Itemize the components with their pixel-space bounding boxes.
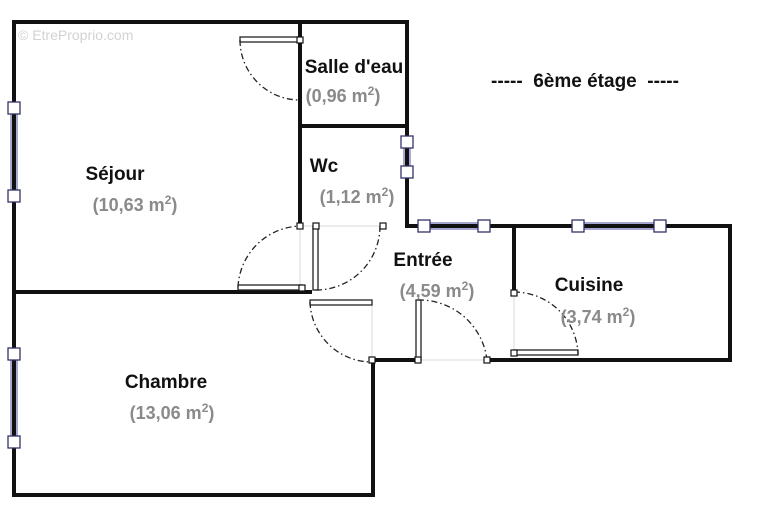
room-area: (3,74 m2): [561, 305, 636, 327]
walls: [12, 20, 732, 497]
room-area: (10,63 m2): [93, 193, 178, 215]
room-name: Salle d'eau: [305, 57, 404, 78]
room-area: (13,06 m2): [130, 401, 215, 423]
floor-label: ----- 6ème étage -----: [491, 71, 679, 92]
room-sejour: Séjour (10,63 m2): [85, 164, 177, 215]
room-area: (4,59 m2): [400, 279, 475, 301]
room-name: Wc: [310, 156, 339, 177]
door-chambre: [309, 299, 376, 364]
room-chambre: Chambre (13,06 m2): [125, 372, 215, 423]
door-sejour-wc: [237, 222, 387, 292]
room-name: Entrée: [393, 250, 452, 271]
room-area: (0,96 m2): [306, 84, 381, 106]
room-cuisine: Cuisine (3,74 m2): [555, 275, 636, 327]
room-wc: Wc (1,12 m2): [310, 156, 395, 207]
watermark: © EtreProprio.com: [18, 27, 133, 43]
room-area: (1,12 m2): [320, 185, 395, 207]
window-chambre: [7, 347, 21, 449]
room-name: Chambre: [125, 372, 207, 393]
door-salle-deau: [239, 36, 304, 101]
window-entree: [417, 219, 491, 233]
door-cuisine: [510, 289, 579, 357]
door-entree: [414, 299, 491, 364]
room-name: Cuisine: [555, 275, 624, 296]
window-wc: [400, 135, 414, 179]
room-entree: Entrée (4,59 m2): [393, 250, 474, 301]
window-sejour: [7, 101, 21, 203]
room-salle-deau: Salle d'eau (0,96 m2): [305, 57, 404, 106]
room-name: Séjour: [85, 164, 145, 185]
window-cuisine: [571, 219, 667, 233]
